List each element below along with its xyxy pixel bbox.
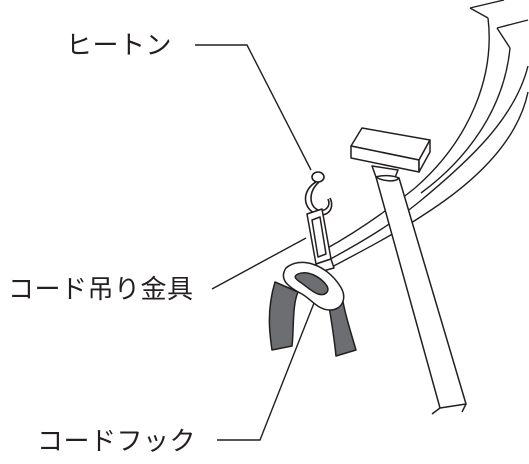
leader-line-hiiton bbox=[195, 44, 312, 171]
cord-bundle bbox=[323, 0, 529, 269]
support-pole bbox=[375, 174, 467, 415]
leader-line-cord-hook bbox=[217, 297, 317, 441]
cord-hook-strap bbox=[268, 261, 357, 357]
leader-line-cord-hanger bbox=[211, 237, 307, 290]
ceiling-bracket bbox=[350, 127, 431, 181]
label-cord-hook: コードフック bbox=[37, 427, 197, 457]
label-cord-hanger: コード吊り金具 bbox=[8, 275, 194, 305]
screw-eye-hook bbox=[304, 171, 333, 216]
cord-hanger-bracket bbox=[306, 208, 335, 273]
leader-lines bbox=[195, 44, 317, 441]
label-hiiton: ヒートン bbox=[66, 31, 173, 61]
